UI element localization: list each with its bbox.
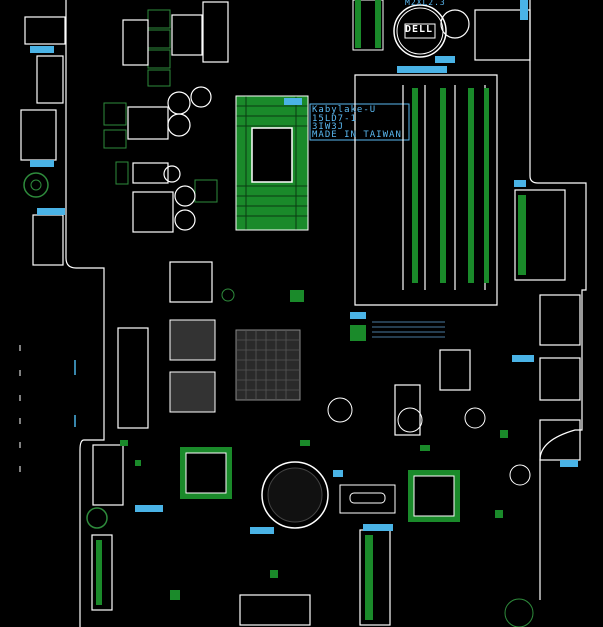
capacitors bbox=[163, 86, 212, 231]
cpu-marking-box bbox=[309, 103, 410, 141]
fiducial-circle bbox=[440, 9, 470, 39]
mounting-holes bbox=[86, 288, 534, 627]
refdes-tag bbox=[560, 460, 578, 467]
refdes-tag bbox=[250, 527, 274, 534]
refdes-tag bbox=[135, 505, 163, 512]
dimm-slot[interactable] bbox=[354, 74, 498, 306]
coin-cell-battery[interactable] bbox=[261, 461, 329, 529]
refdes-tag bbox=[514, 180, 526, 187]
sata-connector[interactable] bbox=[339, 484, 396, 514]
cpu-marking-line2: 15LD7-1 bbox=[312, 114, 357, 124]
mounting-hole bbox=[23, 172, 49, 198]
refdes-tag bbox=[363, 524, 393, 531]
memory-chip[interactable] bbox=[169, 319, 216, 413]
refdes-tag bbox=[512, 355, 534, 362]
ec-chip[interactable] bbox=[180, 447, 232, 499]
cpu-marking-line4: MADE IN TAIWAN bbox=[312, 130, 402, 140]
connector-pins bbox=[96, 535, 373, 620]
refdes-tag bbox=[350, 312, 366, 319]
dell-logo-text: DELL bbox=[405, 24, 434, 35]
cpu-marking-line3: 3IW3J bbox=[312, 122, 345, 132]
io-chip[interactable] bbox=[408, 470, 460, 522]
smd-pads bbox=[120, 290, 508, 600]
left-connectors[interactable] bbox=[92, 327, 149, 506]
refdes-tag bbox=[520, 0, 528, 20]
refdes-tag bbox=[333, 470, 343, 477]
cpu-marking-line1: Kabylake-U bbox=[312, 105, 377, 115]
trace-lines bbox=[372, 321, 445, 338]
refdes-tag bbox=[30, 46, 54, 53]
board-outline bbox=[65, 0, 587, 627]
inductors bbox=[122, 1, 229, 303]
refdes-tag bbox=[284, 98, 302, 105]
m2-connector[interactable] bbox=[352, 0, 384, 51]
board-id-label: M2XL2.3 bbox=[405, 0, 446, 7]
connector-pins bbox=[518, 195, 526, 275]
cpu-package[interactable] bbox=[235, 95, 309, 231]
refdes-tag bbox=[37, 208, 65, 215]
vrm-mosfets bbox=[103, 9, 218, 203]
right-connectors[interactable] bbox=[474, 9, 581, 461]
connector-left-top bbox=[20, 16, 66, 266]
pch-chip[interactable] bbox=[235, 329, 301, 401]
refdes-tag bbox=[435, 56, 455, 63]
dell-logo bbox=[393, 4, 447, 58]
refdes-tag bbox=[397, 66, 447, 73]
refdes-tag bbox=[30, 160, 54, 167]
